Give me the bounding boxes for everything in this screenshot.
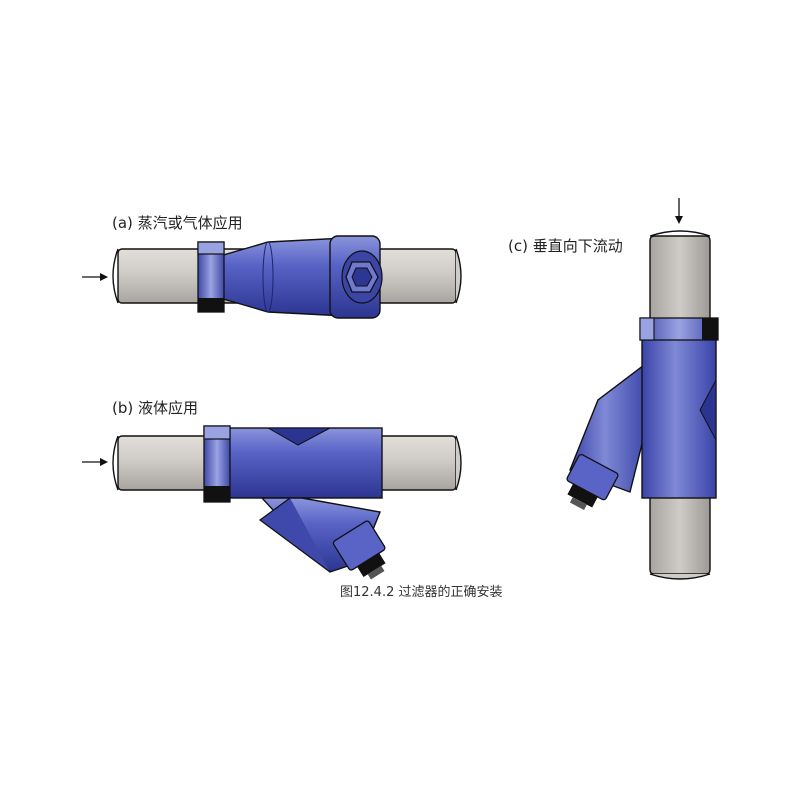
strainer-a	[197, 235, 383, 319]
figure-caption: 图12.4.2 过滤器的正确安装	[340, 585, 503, 600]
flow-arrow-icon	[82, 458, 108, 466]
panel-a	[82, 235, 462, 319]
panel-c-label: (c) 垂直向下流动	[508, 237, 623, 255]
panel-b-label: (b) 液体应用	[112, 399, 198, 417]
panel-c	[566, 198, 719, 580]
panel-a-label: (a) 蒸汽或气体应用	[112, 214, 243, 232]
flow-arrow-icon	[675, 198, 683, 224]
strainer-b	[203, 425, 386, 580]
flow-arrow-icon	[82, 273, 108, 281]
panel-b	[82, 425, 462, 580]
strainer-c	[566, 317, 719, 511]
